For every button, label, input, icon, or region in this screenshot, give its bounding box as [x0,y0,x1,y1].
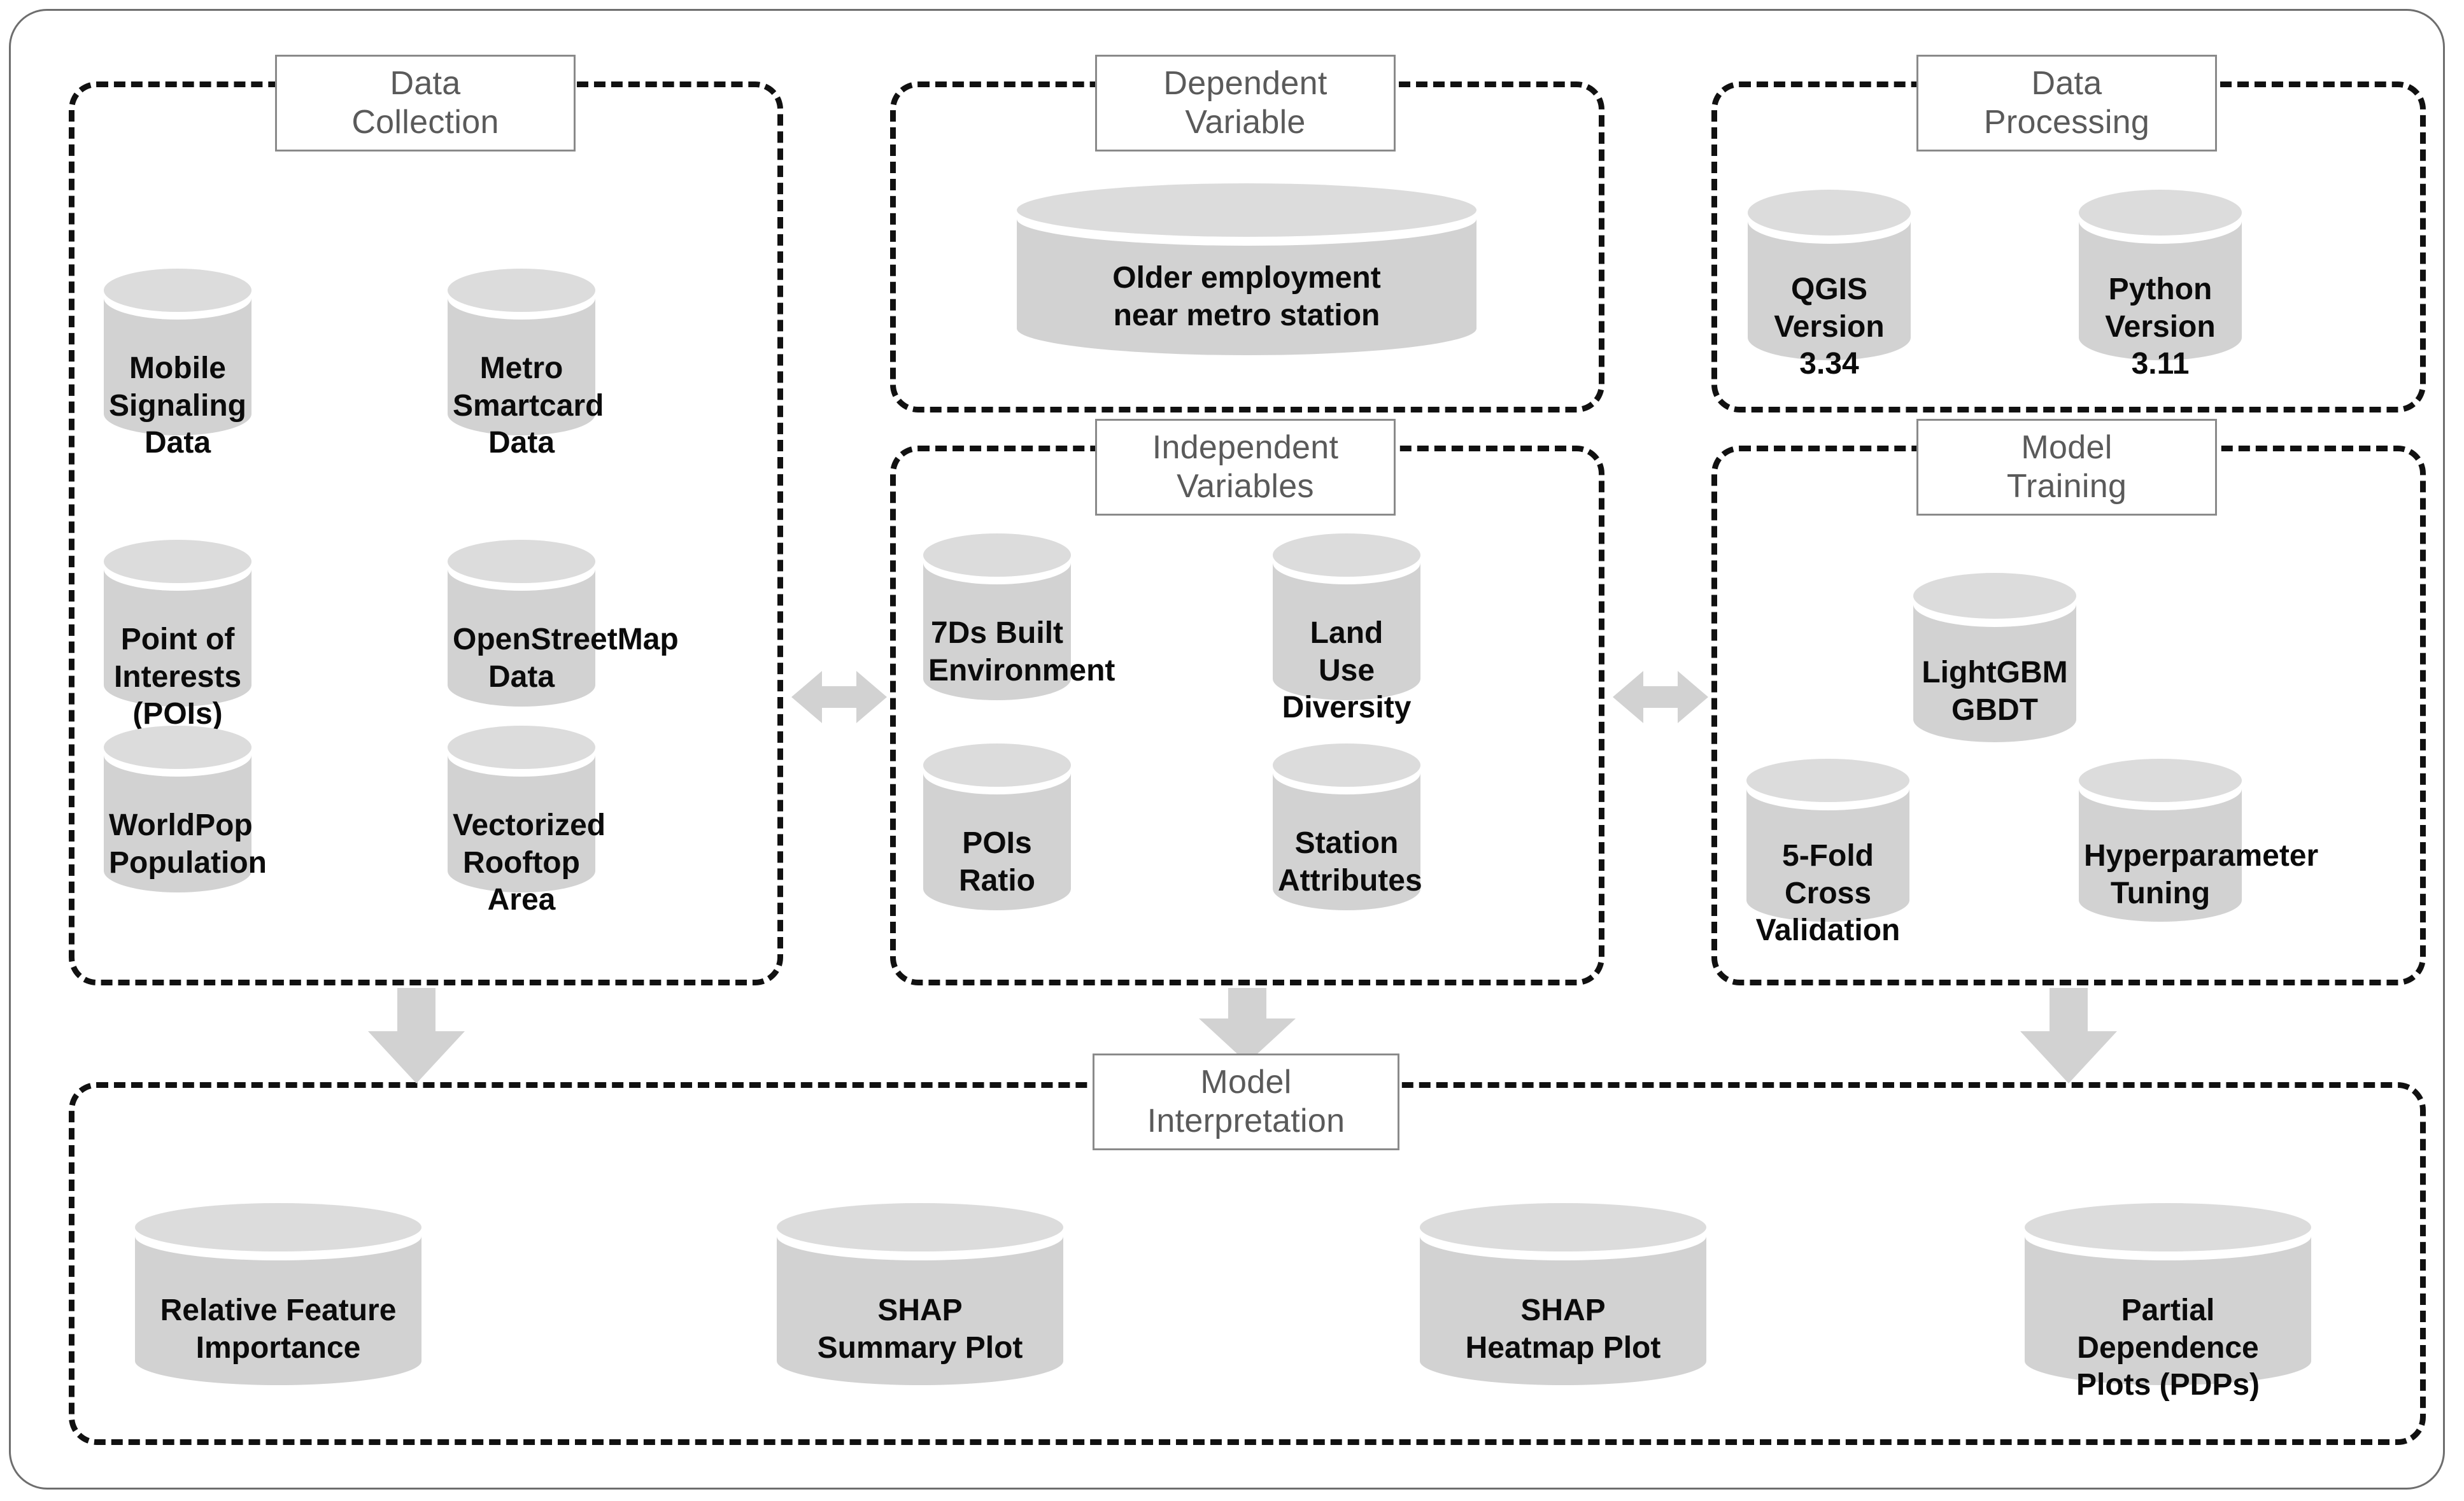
cylinder-icon [923,533,1071,700]
header-line-2: Processing [1983,104,2150,141]
node-label: POIs Ratio [959,826,1035,898]
arrow-variables-to-training [1613,662,1708,732]
header-line-2: Collection [351,104,499,141]
node-label: Older employment near metro station [1112,261,1381,332]
node-label: Partial Dependence Plots (PDPs) [2076,1293,2260,1402]
group-header-data-processing: Data Processing [1916,55,2217,152]
node-label: WorldPop Population [109,808,267,880]
header-line-1: Data [2031,64,2102,102]
cylinder-icon [104,540,251,707]
node-point-of-interests[interactable]: Point of Interests (POIs) [104,540,251,731]
node-label: Land Use Diversity [1282,616,1412,725]
cylinder-icon [2079,759,2242,922]
node-label: OpenStreetMap Data [453,623,679,694]
arrow-down-icon [2020,988,2117,1083]
node-relative-feature-importance[interactable]: Relative Feature Importance [135,1203,421,1386]
cylinder-icon [1273,743,1420,910]
double-arrow-horizontal-icon [1613,671,1708,723]
node-metro-smartcard-data[interactable]: Metro Smartcard Data [448,269,604,460]
cylinder-icon [448,726,595,892]
outer-frame [9,9,2445,1490]
node-openstreetmap-data[interactable]: OpenStreetMap Data [448,540,679,707]
node-shap-heatmap-plot[interactable]: SHAP Heatmap Plot [1420,1203,1706,1386]
node-lightgbm-gbdt[interactable]: LightGBM GBDT [1913,573,2076,743]
header-line-2: Variable [1185,104,1306,141]
cylinder-icon [104,726,251,892]
arrow-training-to-interpretation [2020,988,2117,1083]
cylinder-icon [777,1203,1063,1385]
cylinder-icon [1913,573,2076,742]
cylinder-icon [1273,533,1420,700]
node-label: Hyperparameter Tuning [2084,839,2319,910]
node-7ds-built-environment[interactable]: 7Ds Built Environment [923,533,1115,700]
cylinder-icon [1746,759,1909,922]
node-qgis[interactable]: QGIS Version 3.34 [1748,190,1911,381]
arrow-variables-to-interpretation [1199,988,1296,1063]
node-partial-dependence-plots[interactable]: Partial Dependence Plots (PDPs) [2025,1203,2311,1402]
cylinder-icon [1017,183,1476,355]
cylinder-icon [2025,1203,2311,1385]
node-label: Python Version 3.11 [2105,272,2216,381]
group-header-model-interpretation: Model Interpretation [1093,1054,1399,1150]
node-mobile-signaling-data[interactable]: Mobile Signaling Data [104,269,251,460]
arrow-collection-to-variables [791,662,887,732]
group-header-dependent-variable: Dependent Variable [1095,55,1396,152]
node-label: Relative Feature Importance [160,1293,397,1365]
cylinder-icon [923,743,1071,910]
node-label: 5-Fold Cross Validation [1755,839,1901,948]
node-pois-ratio[interactable]: POIs Ratio [923,743,1071,910]
header-line-1: Data [390,64,461,102]
group-header-independent-variables: Independent Variables [1095,419,1396,516]
node-label: Mobile Signaling Data [109,351,246,460]
arrow-collection-to-interpretation [368,988,465,1083]
node-station-attributes[interactable]: Station Attributes [1273,743,1422,910]
node-worldpop-population[interactable]: WorldPop Population [104,726,267,892]
node-label: Vectorized Rooftop Area [453,808,606,917]
header-line-1: Model [2021,428,2113,466]
cylinder-icon [1748,190,1911,360]
cylinder-icon [104,269,251,435]
cylinder-icon [1420,1203,1706,1385]
node-shap-summary-plot[interactable]: SHAP Summary Plot [777,1203,1063,1386]
cylinder-icon [2079,190,2242,360]
node-vectorized-rooftop-area[interactable]: Vectorized Rooftop Area [448,726,605,917]
node-label: Point of Interests (POIs) [113,623,242,731]
node-land-use-diversity[interactable]: Land Use Diversity [1273,533,1420,724]
arrow-down-icon [368,988,465,1083]
node-label: LightGBM GBDT [1922,656,2068,727]
header-line-1: Model [1200,1063,1292,1101]
header-line-2: Training [2006,468,2127,505]
node-label: SHAP Summary Plot [817,1293,1023,1365]
cylinder-icon [448,269,595,435]
cylinder-icon [448,540,595,707]
header-line-1: Dependent [1163,64,1328,102]
node-label: Station Attributes [1278,826,1422,898]
cylinder-icon [135,1203,421,1385]
node-label: QGIS Version 3.34 [1774,272,1885,381]
node-label: 7Ds Built Environment [928,616,1115,687]
double-arrow-horizontal-icon [791,671,887,723]
group-header-data-collection: Data Collection [275,55,576,152]
header-line-1: Independent [1152,428,1339,466]
node-older-employment-near-metro-station[interactable]: Older employment near metro station [1017,183,1476,355]
node-5-fold-cross-validation[interactable]: 5-Fold Cross Validation [1746,759,1909,947]
group-header-model-training: Model Training [1916,419,2217,516]
header-line-2: Interpretation [1147,1103,1345,1139]
node-label: Metro Smartcard Data [453,351,604,460]
node-hyperparameter-tuning[interactable]: Hyperparameter Tuning [2079,759,2319,923]
header-line-2: Variables [1177,468,1314,505]
node-python[interactable]: Python Version 3.11 [2079,190,2242,381]
node-label: SHAP Heatmap Plot [1465,1293,1661,1365]
arrow-down-icon [1199,988,1296,1063]
